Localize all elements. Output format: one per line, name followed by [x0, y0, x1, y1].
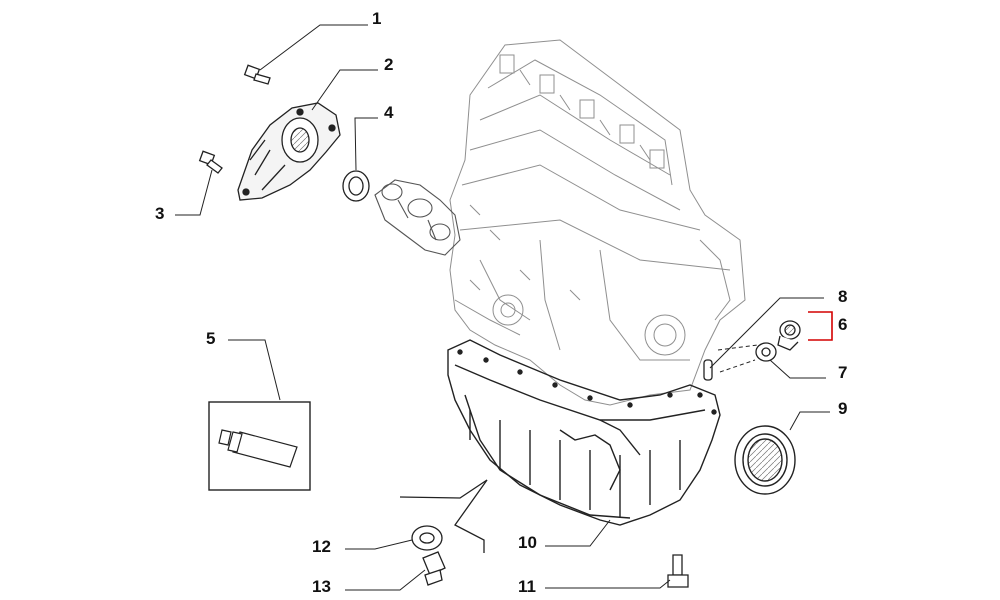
- dowel-pin: [703, 359, 713, 381]
- callout-4[interactable]: 4: [384, 103, 394, 122]
- oil-pan: [447, 339, 721, 526]
- highlight-bracket: [808, 311, 833, 341]
- leader-lines: [175, 24, 830, 591]
- rear-crankshaft-cover: [237, 102, 341, 201]
- callout-13[interactable]: 13: [312, 577, 331, 596]
- seal-ring-9: [734, 425, 796, 495]
- cutaway-lines: [399, 479, 488, 553]
- sealant-box: [208, 401, 311, 491]
- crankshaft-seal: [342, 170, 370, 202]
- bolt-1: [243, 64, 271, 85]
- callout-7[interactable]: 7: [838, 363, 848, 382]
- callout-1[interactable]: 1: [372, 9, 382, 28]
- bolt-3: [198, 150, 223, 174]
- callout-8[interactable]: 8: [838, 287, 848, 306]
- bolt-11: [667, 554, 689, 588]
- callout-11[interactable]: 11: [518, 577, 536, 596]
- callout-2[interactable]: 2: [384, 55, 394, 74]
- drain-plug-13: [422, 551, 446, 586]
- callout-5[interactable]: 5: [206, 329, 216, 348]
- crankshaft: [374, 179, 461, 256]
- engine-block: [449, 39, 746, 406]
- callout-12[interactable]: 12: [312, 537, 331, 556]
- callout-10[interactable]: 10: [518, 533, 537, 552]
- washer-7: [755, 342, 777, 362]
- callout-6[interactable]: 6: [838, 315, 848, 334]
- callout-9[interactable]: 9: [838, 399, 848, 418]
- oil-drain-plug: [777, 320, 801, 351]
- callout-3[interactable]: 3: [155, 204, 165, 223]
- washer-12: [411, 525, 443, 551]
